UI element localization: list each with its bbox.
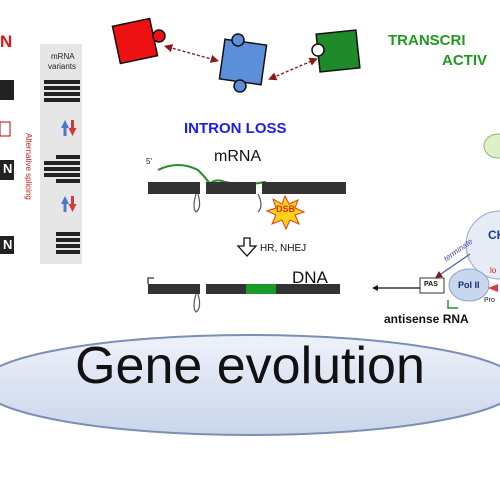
green-factor-blob [483, 133, 500, 159]
left-box-letter-2: N [3, 237, 13, 252]
chromatin-circle [465, 210, 500, 280]
mrna-variant-bars [44, 80, 80, 254]
dna-label: DNA [292, 268, 328, 287]
down-arrow [236, 237, 258, 257]
gene-evolution-title: Gene evolution [75, 337, 425, 395]
pas-label: PAS [424, 281, 438, 288]
puzzle-piece-red [111, 17, 166, 65]
five-prime-label: 5' [146, 157, 152, 166]
transcription-heading-2: ACTIV [442, 52, 487, 69]
up-down-arrows-2 [61, 196, 77, 212]
repair-label: HR, NHEJ [260, 243, 307, 254]
pro-label: Pro [484, 297, 495, 304]
pas-box [419, 277, 445, 294]
antisense-rna-label: antisense RNA [384, 312, 469, 326]
dsb-label: DSB [276, 204, 296, 214]
pol-ii-blob [448, 268, 490, 302]
puzzle-arrow-right [268, 57, 318, 81]
dsb-burst [265, 194, 306, 231]
mrna-label: mRNA [214, 148, 262, 165]
dna-gene [147, 277, 340, 313]
left-heading-fragment: N [0, 32, 13, 51]
promoter-arrow [447, 300, 458, 309]
lo-label: lo [490, 266, 497, 275]
left-box-letter-1: N [3, 161, 13, 176]
left-gene-boxes [0, 80, 14, 254]
mrna-variants-panel [40, 44, 82, 264]
ch-label: CH [488, 228, 500, 242]
pol-ii-label: Pol II [458, 280, 480, 290]
terminate-arrow [435, 253, 471, 279]
mrna-variants-label-1: mRNA [51, 52, 75, 61]
transcription-heading-1: TRANSCRI [388, 32, 466, 49]
up-down-arrows-1 [61, 120, 77, 136]
title-ellipse [0, 334, 500, 436]
puzzle-piece-green [311, 29, 361, 73]
intron-loss-heading: INTRON LOSS [184, 120, 287, 137]
pre-mrna-gene [148, 182, 346, 213]
alternative-splicing-label: Alternative splicing [23, 133, 33, 200]
mrna-variants-label-2: variants [48, 62, 77, 71]
puzzle-piece-blue [218, 33, 268, 93]
puzzle-arrow-left [163, 44, 220, 63]
